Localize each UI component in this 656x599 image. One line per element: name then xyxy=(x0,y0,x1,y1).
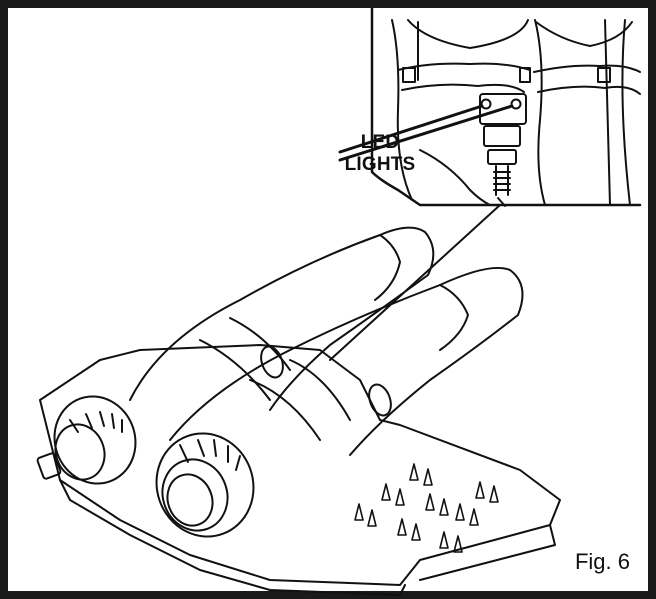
callout-leader-lines xyxy=(338,104,514,162)
led-lights-callout: LED LIGHTS xyxy=(340,132,420,176)
figure-label: Fig. 6 xyxy=(574,549,630,574)
bit-set xyxy=(354,463,499,553)
led-light-left xyxy=(480,98,492,110)
callout-line-1: LED xyxy=(360,132,400,153)
led-light-right xyxy=(510,98,522,110)
callout-line-2: LIGHTS xyxy=(344,154,416,175)
inset-connector-line xyxy=(329,204,501,361)
main-unit xyxy=(36,226,561,596)
inset-closeup xyxy=(370,6,642,207)
